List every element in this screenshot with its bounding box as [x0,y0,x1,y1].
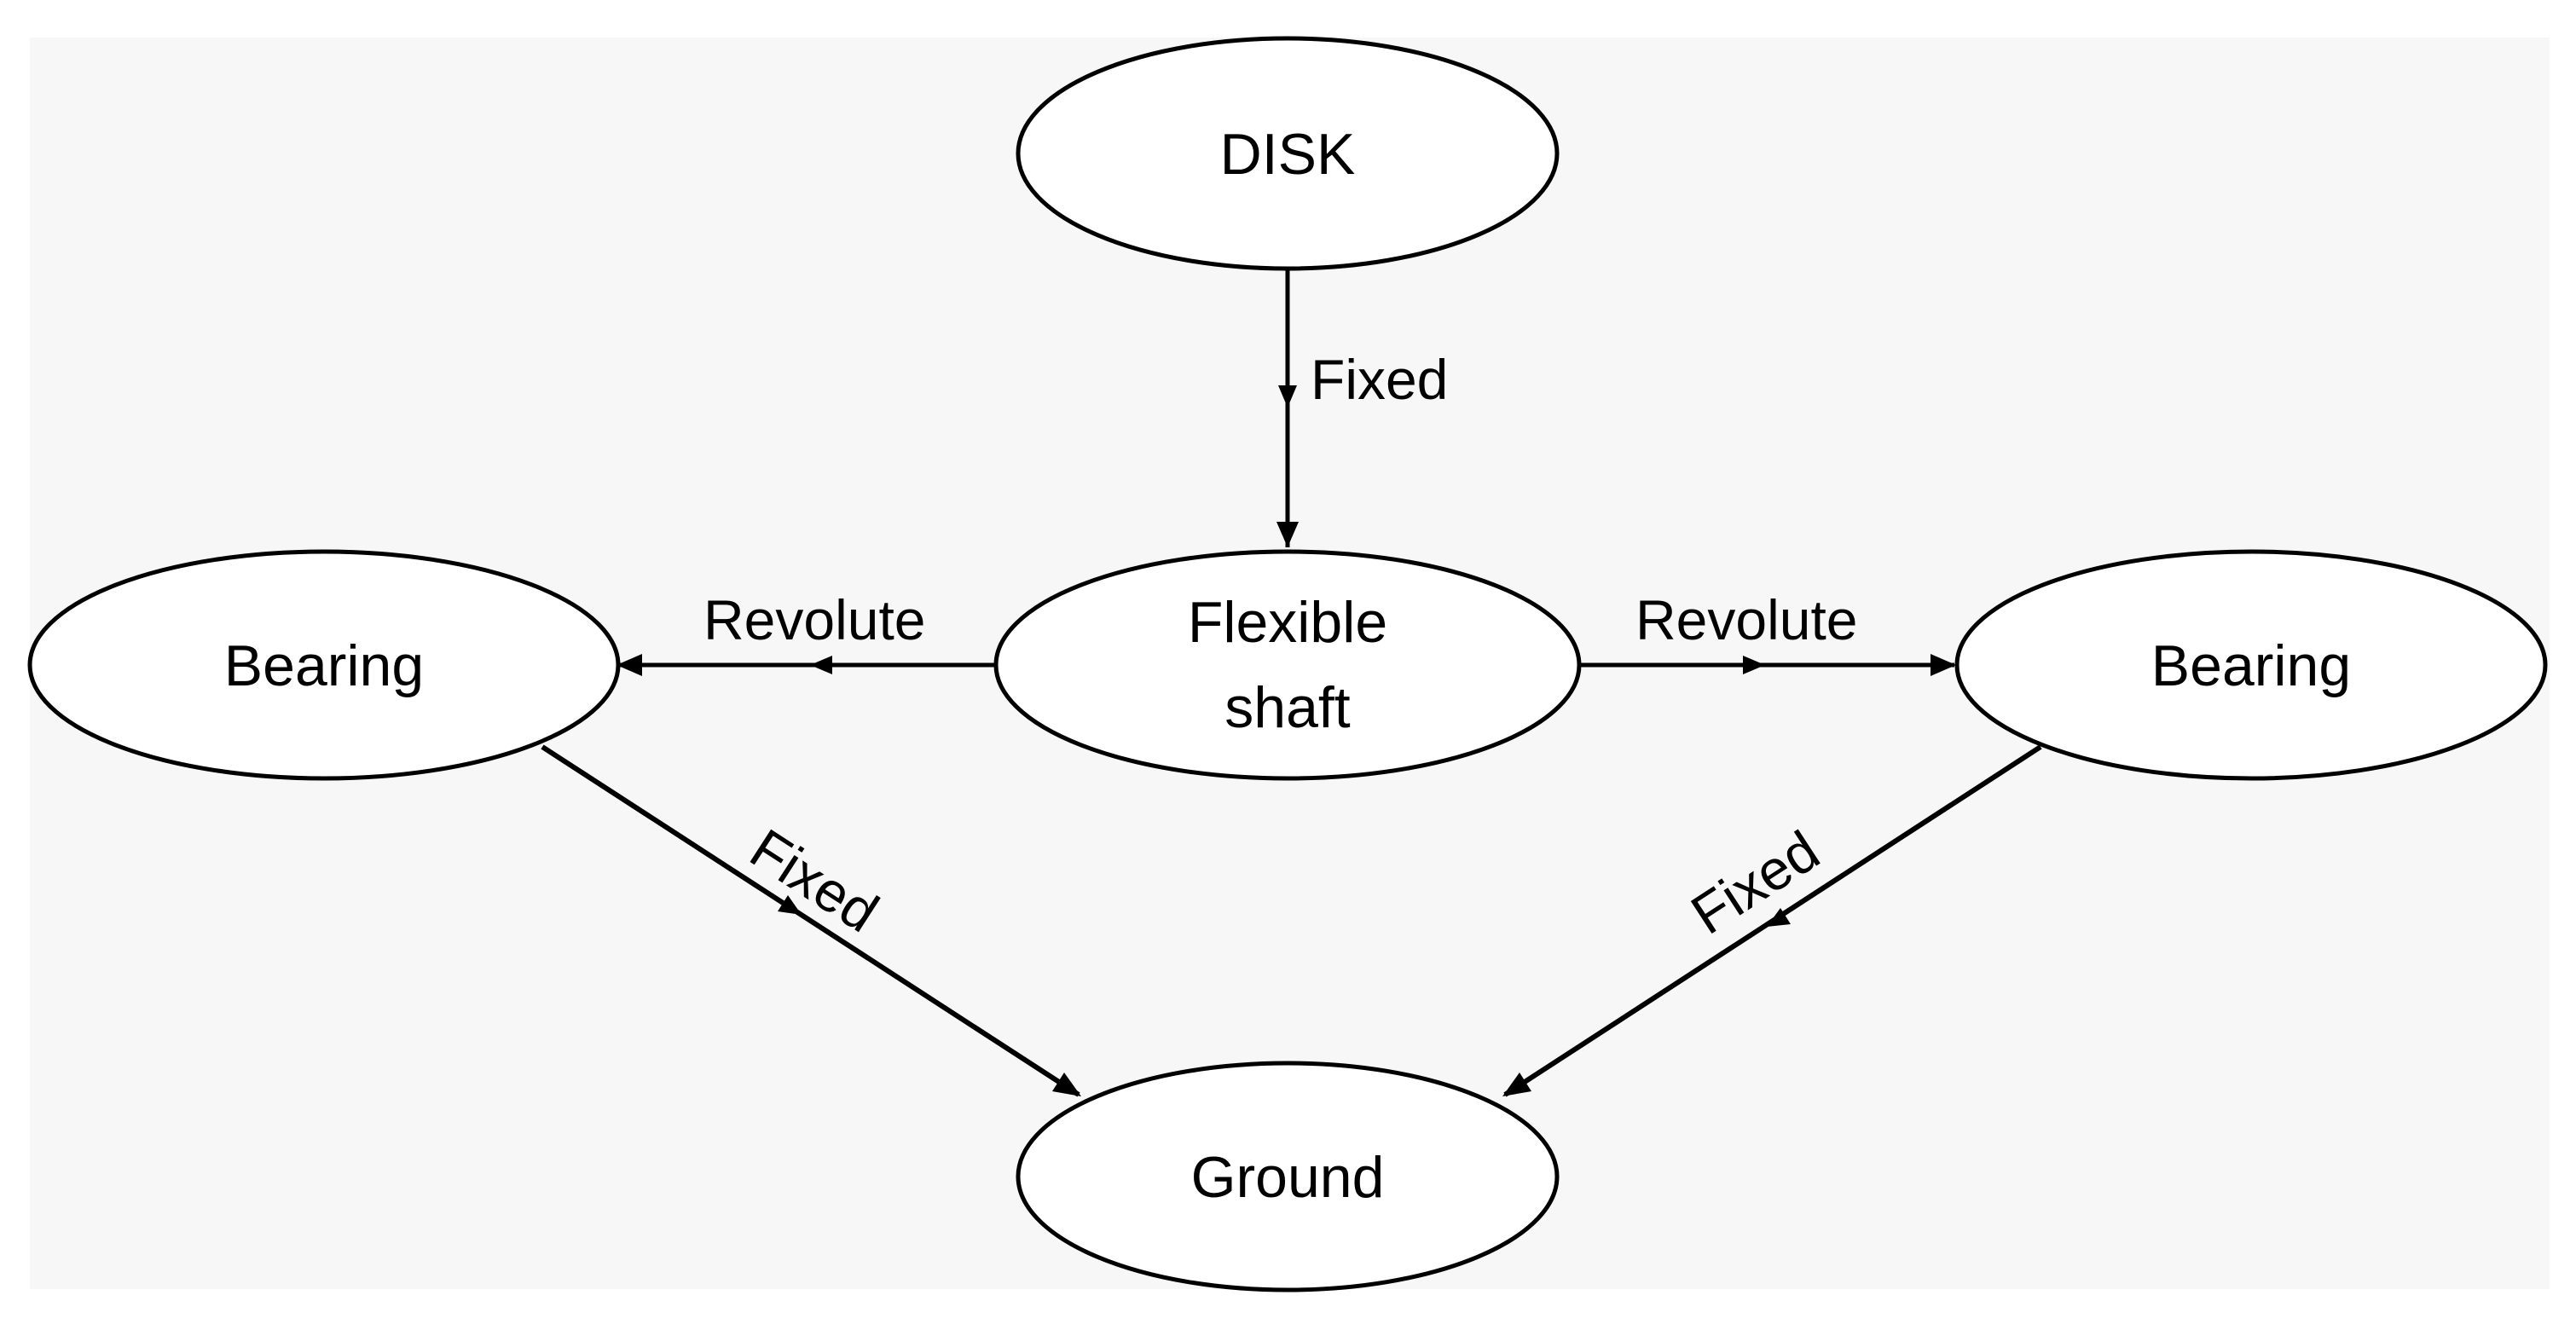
edge-disk-to-shaft [1276,269,1299,547]
node-label-shaft-line2: shaft [1224,675,1351,740]
node-label-disk: DISK [1220,122,1356,187]
node-label-bearing-left: Bearing [224,633,424,698]
node-label-bearing-right: Bearing [2151,633,2351,698]
arrowhead-icon [1276,522,1299,547]
node-flexible-shaft: Flexible shaft [993,549,1582,781]
edge-bearing-right-to-ground [1502,744,2042,1097]
node-label-shaft-line1: Flexible [1188,590,1387,655]
arrowhead-icon [1743,656,1765,674]
edge-label-shaft-to-bearing-left: Revolute [703,588,926,651]
arrowhead-icon [778,895,802,915]
node-ground: Ground [1016,1061,1560,1292]
edge-label-shaft-to-bearing-right: Revolute [1635,588,1858,651]
edge-label-disk-to-shaft: Fixed [1311,348,1448,411]
arrowhead-icon [1931,654,1956,676]
arrowhead-icon [617,654,642,676]
node-label-ground: Ground [1191,1145,1385,1210]
node-bearing-right: Bearing [1954,549,2548,781]
arrowhead-icon [1502,1073,1531,1096]
edge-shaft-to-bearing-right [1579,654,1956,676]
node-disk: DISK [1016,36,1560,271]
edge-bearing-left-to-ground [541,744,1081,1097]
node-bearing-left: Bearing [27,549,621,781]
arrowhead-icon [1052,1073,1081,1096]
arrowhead-icon [810,656,832,674]
edge-shaft-to-bearing-left [617,654,996,676]
arrowhead-icon [1278,385,1297,408]
arrowhead-icon [1767,908,1791,927]
